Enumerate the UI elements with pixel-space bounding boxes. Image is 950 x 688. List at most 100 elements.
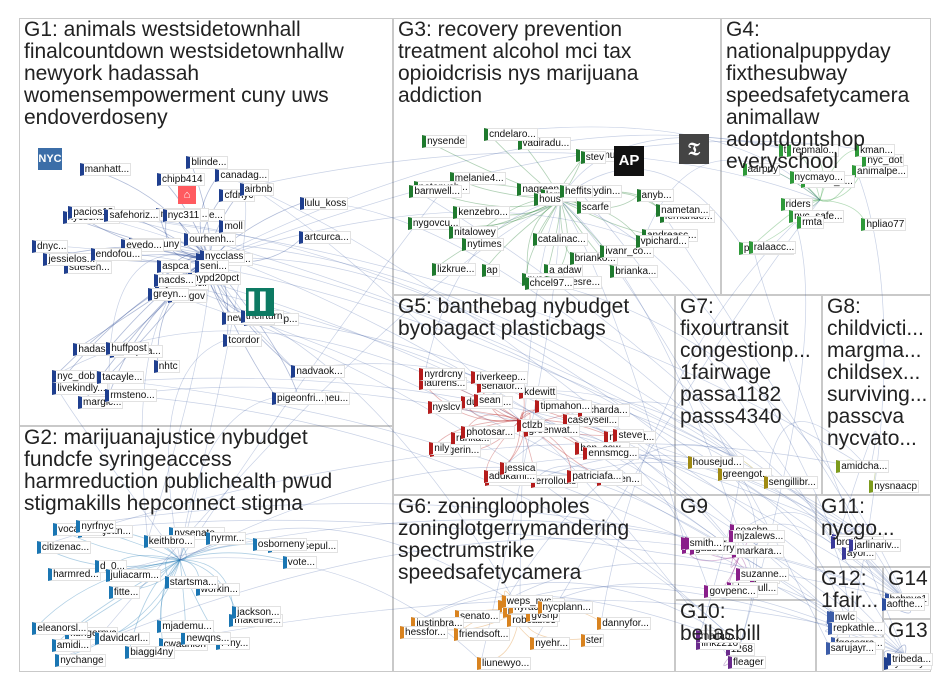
node-label: nadvaok...: [291, 365, 345, 379]
edge: [179, 552, 287, 562]
node-label: kenzebro...: [453, 205, 510, 219]
node-label: amidi...: [51, 638, 91, 652]
group-g4-box: G4: nationalpuppyday fixthesubway speeds…: [721, 18, 931, 295]
group-g10-title: G10: bellasbill: [680, 600, 761, 645]
edge: [559, 199, 647, 235]
node-label: steve: [613, 429, 645, 443]
edge: [526, 277, 906, 601]
group-g9-title: G9: [680, 495, 709, 518]
edge: [158, 281, 521, 611]
node-label: senato...: [455, 610, 501, 624]
node-label: dnyc...: [31, 239, 69, 253]
group-g7-title: G7: fixourtransit congestionp... 1fairwa…: [680, 295, 811, 428]
group-g8-box: G8: childvicti... margma... childsex... …: [822, 295, 931, 495]
node-label: nychange: [55, 653, 106, 667]
node-label: dannyfor...: [597, 616, 651, 630]
edge: [519, 409, 567, 421]
edge: [571, 462, 851, 631]
node-label: cndelaro...: [484, 128, 538, 142]
edge: [109, 519, 906, 601]
group-g14-box: G14: [883, 567, 931, 619]
group-g6-box: G6: zoningloopholes zoninglotgerrymander…: [393, 495, 675, 672]
edge: [209, 140, 860, 261]
group-g3-title: G3: recovery prevention treatment alcoho…: [398, 18, 639, 107]
edge: [179, 559, 237, 612]
group-g6-title: G6: zoningloopholes zoninglotgerrymander…: [398, 495, 630, 584]
node-label: nypd20pct: [188, 271, 242, 285]
edge: [559, 199, 754, 577]
edge: [767, 421, 871, 481]
group-g8-title: G8: childvicti... margma... childsex... …: [827, 295, 928, 450]
edge: [559, 168, 744, 248]
node-label: friendsoft...: [453, 627, 511, 641]
edge: [519, 190, 565, 611]
node-label: nycplann...: [537, 601, 593, 615]
node-label: scarfe: [576, 201, 611, 215]
node-label: harmred...: [48, 568, 101, 581]
node-label: ctlzb: [517, 418, 545, 432]
edge: [533, 199, 821, 642]
node-label: newqns...: [181, 632, 232, 646]
node-label: aarpny: [742, 162, 781, 176]
node-label: amidcha...: [836, 460, 890, 474]
edge: [559, 199, 837, 539]
node-label: nysende: [422, 135, 467, 149]
node-label: juliacarm...: [105, 568, 161, 582]
node-label: tribeda...: [887, 652, 934, 666]
edge: [77, 259, 211, 349]
node-label: anyb...: [636, 188, 674, 202]
node-label: ster: [580, 633, 605, 647]
node-label: biaggi4ny: [125, 645, 176, 659]
node-label: jessielos...: [43, 253, 98, 267]
node-label: brianka...: [610, 264, 659, 278]
edge: [819, 148, 860, 201]
node-label: sarujayr...: [825, 641, 876, 655]
node-label: vote...: [282, 555, 317, 569]
node-label: greyn...: [148, 287, 189, 301]
edge: [40, 442, 871, 547]
node-label: nyc311: [162, 209, 202, 222]
edge: [837, 430, 877, 539]
node-label: nyrfnyc: [76, 520, 116, 534]
group-g9-box: G9: [675, 495, 816, 600]
node-label: airbnb: [239, 182, 275, 196]
node-label: fleager: [728, 656, 766, 670]
node-label: photosar...: [461, 426, 516, 440]
edge: [179, 176, 455, 561]
node-label: keithbro...: [143, 534, 195, 548]
node-label: hpliao77: [861, 218, 907, 232]
group-g1-box: G1: animals westsidetownhall finalcountd…: [19, 18, 393, 426]
edge: [72, 210, 871, 471]
node-label: startsma...: [164, 575, 219, 589]
group-g7-box: G7: fixourtransit congestionp... 1fairwa…: [675, 295, 822, 495]
node-label: nitalowey: [449, 225, 498, 239]
edge: [179, 187, 247, 561]
node-label: fitte...: [108, 585, 141, 599]
node-label: smith...: [684, 537, 724, 551]
node-label: ap: [481, 263, 500, 277]
group-g5-box: G5: banthebag nybudget byobagact plastic…: [393, 295, 675, 495]
node-label: nygovcu...: [407, 216, 461, 230]
edge: [559, 199, 615, 271]
edge: [422, 382, 521, 422]
edge: [559, 136, 792, 201]
edge: [168, 338, 228, 561]
node-label: seni...: [195, 260, 229, 274]
node-label: repkathle...: [828, 622, 885, 636]
node-label: housejud...: [687, 455, 744, 469]
edge: [109, 393, 741, 646]
group-g12-title: G12: 1fair...: [821, 567, 879, 612]
node-label: nacds...: [153, 273, 196, 287]
ap-logo-icon: AP: [614, 146, 644, 176]
edge: [243, 152, 821, 201]
node-label: artcurca...: [299, 231, 351, 245]
node-label: stev: [580, 150, 607, 164]
node-label: kman...: [855, 143, 895, 157]
node-label: rmsteno...: [105, 389, 157, 403]
node-label: huffpost: [106, 341, 149, 355]
node-label: nametan...: [656, 203, 711, 217]
node-label: hessfor...: [400, 625, 448, 639]
group-g2-title: G2: marijuanajustice nybudget fundcfe sy…: [24, 426, 333, 515]
node-label: nyrdrcny: [419, 368, 465, 382]
